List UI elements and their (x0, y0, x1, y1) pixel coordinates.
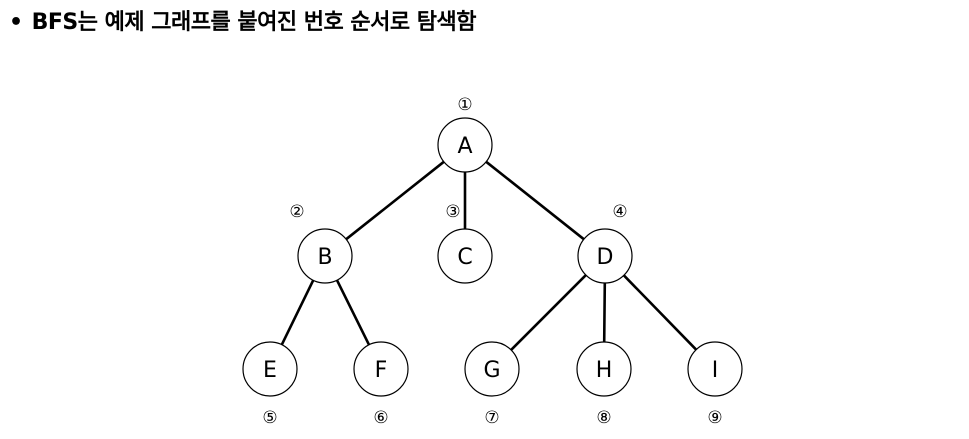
node-d: D (577, 228, 633, 284)
node-g: G (464, 341, 520, 397)
node-layer: A B C D E F G H I (242, 117, 743, 397)
node-circle-b (297, 228, 353, 284)
node-circle-f (353, 341, 409, 397)
visit-order-h: ⑧ (596, 408, 611, 428)
visit-order-e: ⑤ (262, 408, 277, 428)
visit-order-i: ⑨ (707, 408, 722, 428)
edge-a-d (484, 160, 586, 241)
node-circle-c (437, 228, 493, 284)
order-layer: ① ② ③ ④ ⑤ ⑥ ⑦ ⑧ ⑨ (262, 95, 722, 428)
edge-d-i (622, 273, 698, 352)
node-label-a: A (457, 134, 472, 159)
node-label-f: F (375, 358, 388, 383)
visit-order-f: ⑥ (373, 408, 388, 428)
edge-layer (280, 160, 698, 352)
visit-order-d: ④ (612, 202, 627, 222)
node-i: I (687, 341, 743, 397)
edge-b-e (280, 278, 315, 347)
node-label-c: C (457, 245, 472, 270)
visit-order-b: ② (289, 202, 304, 222)
edge-d-g (509, 273, 588, 352)
node-label-d: D (597, 245, 614, 270)
bullet-icon: • (9, 10, 23, 35)
node-a: A (437, 117, 493, 173)
node-circle-i (687, 341, 743, 397)
visit-order-a: ① (457, 95, 472, 115)
page-title: • BFS는 예제 그래프를 붙여진 번호 순서로 탐색함 (9, 8, 476, 38)
node-label-g: G (483, 358, 500, 383)
edge-b-f (335, 278, 371, 347)
node-label-i: I (712, 358, 719, 383)
node-f: F (353, 341, 409, 397)
node-circle-g (464, 341, 520, 397)
node-c: C (437, 228, 493, 284)
heading-text: BFS는 예제 그래프를 붙여진 번호 순서로 탐색함 (31, 10, 477, 35)
node-b: B (297, 228, 353, 284)
node-circle-e (242, 341, 298, 397)
node-e: E (242, 341, 298, 397)
node-circle-h (576, 341, 632, 397)
edge-a-b (344, 160, 446, 241)
node-label-h: H (596, 358, 613, 383)
edge-d-h (602, 281, 607, 344)
node-label-e: E (263, 358, 277, 383)
visit-order-c: ③ (445, 202, 460, 222)
visit-order-g: ⑦ (484, 408, 499, 428)
node-circle-d (577, 228, 633, 284)
node-label-b: B (317, 245, 332, 270)
node-circle-a (437, 117, 493, 173)
node-h: H (576, 341, 632, 397)
